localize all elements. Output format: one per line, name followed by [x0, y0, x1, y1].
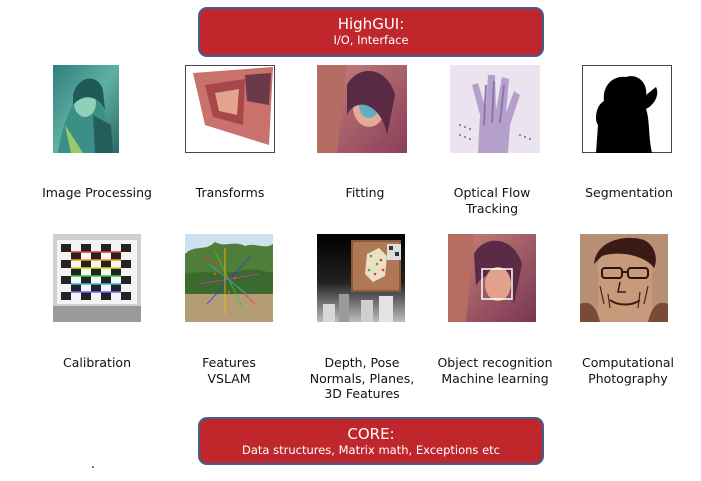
segmentation-text: Segmentation: [585, 185, 673, 200]
image-processing-text: Image Processing: [42, 185, 152, 200]
optical-flow-thumbnail: [450, 65, 540, 153]
highgui-title: HighGUI:: [337, 15, 405, 33]
optical-flow-text-line1: Optical Flow: [453, 185, 531, 200]
depth-pose-text-line1: Depth, Pose: [324, 355, 400, 370]
segmentation-label: Segmentation: [554, 185, 701, 201]
object-recognition-thumbnail: [448, 234, 536, 322]
features-vslam-text-line2: VSLAM: [207, 370, 251, 386]
core-title: CORE:: [347, 425, 395, 443]
computational-photography-text-line1: Computational: [581, 355, 675, 370]
depth-pose-label: Depth, Pose Normals, Planes, 3D Features: [287, 355, 437, 402]
depth-pose-text-line2: Normals, Planes,: [309, 370, 415, 386]
computational-photography-text-line2: Photography: [588, 370, 668, 386]
optical-flow-text-line2: Tracking: [465, 200, 519, 216]
image-processing-label: Image Processing: [22, 185, 172, 201]
core-subtitle: Data structures, Matrix math, Exceptions…: [242, 443, 500, 457]
features-vslam-text-line1: Features: [202, 355, 256, 370]
stray-dot: [92, 466, 94, 468]
computational-photography-label: Computational Photography: [553, 355, 701, 386]
calibration-text: Calibration: [62, 355, 131, 370]
fitting-thumbnail: [317, 65, 407, 153]
calibration-label: Calibration: [22, 355, 172, 371]
transforms-thumbnail: [185, 65, 275, 153]
core-banner: CORE: Data structures, Matrix math, Exce…: [198, 417, 544, 465]
calibration-thumbnail: [53, 234, 141, 322]
highgui-banner: HighGUI: I/O, Interface: [198, 7, 544, 57]
computational-photography-thumbnail: [580, 234, 668, 322]
object-recognition-text-line1: Object recognition: [437, 355, 553, 370]
depth-pose-thumbnail: [317, 234, 405, 322]
features-vslam-thumbnail: [185, 234, 273, 322]
transforms-label: Transforms: [155, 185, 305, 201]
fitting-text: Fitting: [345, 185, 385, 200]
transforms-text: Transforms: [195, 185, 265, 200]
object-recognition-text-line2: Machine learning: [441, 370, 549, 386]
object-recognition-label: Object recognition Machine learning: [420, 355, 570, 386]
features-vslam-label: Features VSLAM: [154, 355, 304, 386]
segmentation-thumbnail: [582, 65, 672, 153]
image-processing-thumbnail: [53, 65, 119, 153]
depth-pose-text-line3: 3D Features: [324, 386, 400, 401]
fitting-label: Fitting: [290, 185, 440, 201]
optical-flow-label: Optical Flow Tracking: [417, 185, 567, 216]
highgui-subtitle: I/O, Interface: [333, 33, 409, 47]
